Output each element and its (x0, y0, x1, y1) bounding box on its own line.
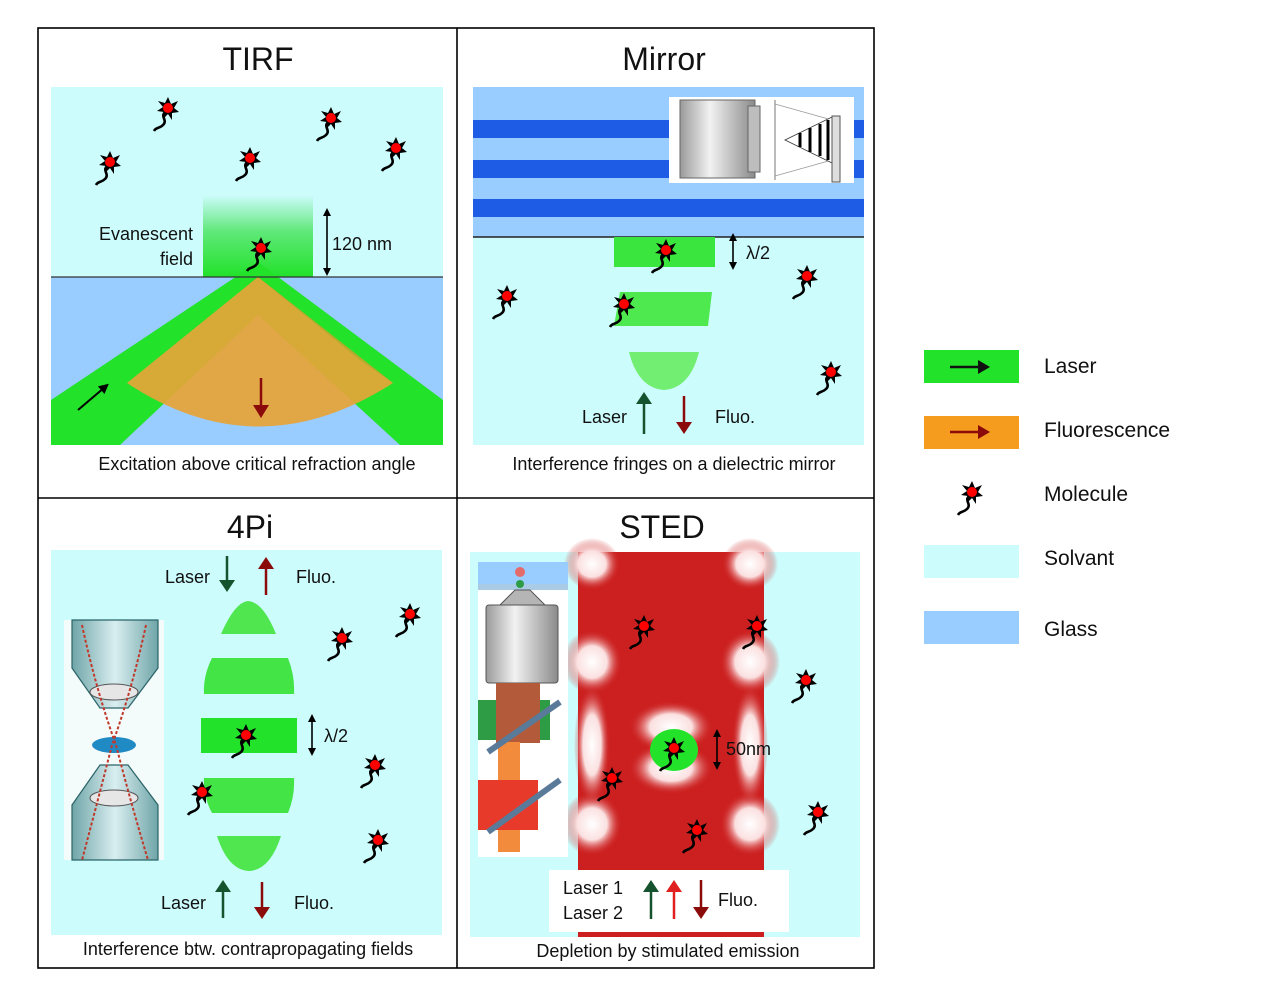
fourpi-fringe-5 (217, 836, 281, 871)
mirror-inset (669, 97, 854, 183)
mirror-fluo-label: Fluo. (715, 407, 755, 427)
fourpi-title: 4Pi (227, 509, 273, 545)
sted-laser2-label: Laser 2 (563, 903, 623, 923)
mirror-fringe-3 (629, 352, 699, 390)
fourpi-caption: Interference btw. contrapropagating fiel… (83, 939, 413, 959)
molecule-icon (956, 479, 985, 517)
legend-label: Solvant (1044, 547, 1114, 570)
fourpi-panel: 4Pi Laser Fluo. λ/2 Laser (51, 509, 442, 959)
fourpi-laser-top-arrow (219, 580, 235, 592)
tirf-field-label-2: field (160, 249, 193, 269)
sted-laser1-label: Laser 1 (563, 878, 623, 898)
arrow-black-icon (978, 360, 990, 374)
mirror-fluo-arrow (676, 422, 692, 434)
fourpi-laser-bottom-label: Laser (161, 893, 206, 913)
mirror-laser-label: Laser (582, 407, 627, 427)
mirror-laser-arrow (636, 392, 652, 404)
fourpi-fluo-top-label: Fluo. (296, 567, 336, 587)
tirf-title: TIRF (222, 41, 293, 77)
mirror-spacing-label: λ/2 (746, 243, 770, 263)
tirf-fluorescence-cone (127, 277, 393, 427)
solvant-swatch (924, 545, 1019, 578)
fourpi-laser-bottom-arrow (215, 880, 231, 892)
legend: Laser Fluorescence Molecule Solvant Glas… (924, 350, 1170, 644)
fourpi-fluo-bottom-label: Fluo. (294, 893, 334, 913)
fourpi-fringe-2 (203, 658, 295, 694)
mirror-fringe-2 (614, 292, 712, 326)
sted-caption: Depletion by stimulated emission (536, 941, 799, 961)
legend-label: Fluorescence (1044, 419, 1170, 442)
legend-item-solvant: Solvant (924, 545, 1114, 578)
tirf-panel: TIRF 120 nm Evanescent field Excitation … (51, 41, 443, 474)
tirf-incident-arrow (77, 383, 109, 411)
tirf-laser-beam (51, 262, 443, 445)
arrow-darkred-icon (978, 425, 990, 439)
fourpi-spacing-label: λ/2 (324, 726, 348, 746)
sted-inset (478, 562, 568, 857)
sted-depletion-holes (562, 538, 780, 856)
sted-laser2-arrow (666, 880, 682, 892)
mirror-caption: Interference fringes on a dielectric mir… (512, 454, 835, 474)
fourpi-fringe-1 (221, 601, 276, 634)
fourpi-fluo-top-arrow (258, 557, 274, 569)
legend-item-fluorescence: Fluorescence (924, 416, 1170, 449)
mirror-solvant (473, 237, 864, 445)
fourpi-fluo-bottom-arrow (254, 907, 270, 919)
tirf-caption: Excitation above critical refraction ang… (98, 454, 415, 474)
tirf-depth-label: 120 nm (332, 234, 392, 254)
sted-fluo-label: Fluo. (718, 890, 758, 910)
legend-item-laser: Laser (924, 350, 1097, 383)
fourpi-laser-top-label: Laser (165, 567, 210, 587)
panel-grid (37, 27, 875, 969)
legend-label: Molecule (1044, 483, 1128, 506)
sted-panel: STED (470, 509, 860, 961)
sted-spot-size-label: 50nm (726, 739, 771, 759)
mirror-panel: Mirror λ/2 Laser (473, 41, 864, 474)
fourpi-fringe-4 (203, 778, 295, 813)
tirf-field-label: Evanescent (99, 224, 193, 244)
sted-laser1-arrow (643, 880, 659, 892)
fourpi-inset (64, 619, 164, 861)
sted-beam-box: Laser 1 Laser 2 Fluo. (549, 870, 789, 932)
glass-swatch (924, 611, 1019, 644)
sted-fluo-arrow (693, 907, 709, 919)
sted-title: STED (619, 509, 704, 545)
legend-item-molecule: Molecule (956, 479, 1128, 517)
legend-label: Glass (1044, 618, 1098, 641)
legend-item-glass: Glass (924, 611, 1098, 644)
mirror-title: Mirror (622, 41, 706, 77)
legend-label: Laser (1044, 355, 1097, 378)
